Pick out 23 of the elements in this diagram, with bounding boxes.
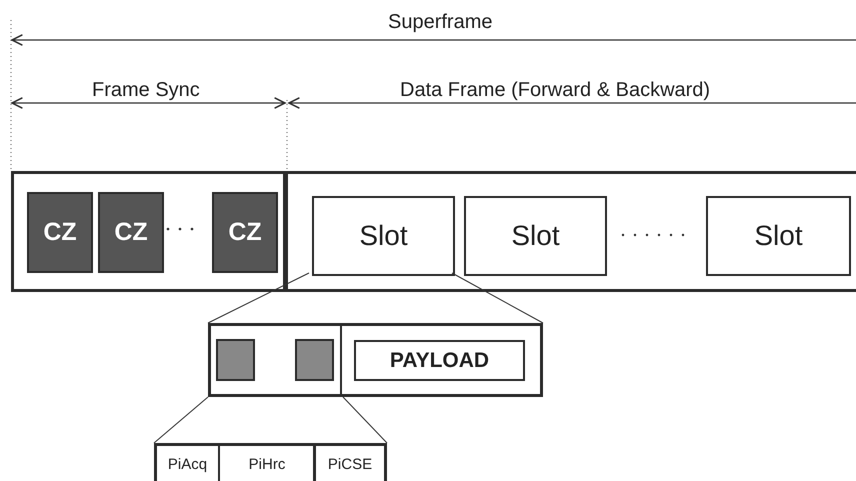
cz-box: CZ: [212, 192, 278, 273]
pilot-block: [295, 339, 334, 381]
dimension-label: Frame Sync: [92, 78, 200, 103]
slot-header-box: [208, 323, 343, 397]
frame-sync-box: [11, 171, 286, 292]
field-cell: PiCSE: [313, 443, 387, 481]
slot-box: Slot: [706, 196, 851, 276]
slot-box: Slot: [312, 196, 455, 276]
slot-box: Slot: [464, 196, 607, 276]
dimension-label: Superframe: [388, 10, 492, 35]
payload-box: PAYLOAD: [354, 340, 525, 381]
field-cell: PiHrc: [220, 443, 314, 481]
dimension-label: Data Frame (Forward & Backward): [400, 78, 710, 103]
payload-frame-box: [342, 323, 543, 397]
zoom-line: [154, 396, 208, 444]
cz-box: CZ: [27, 192, 93, 273]
pilot-block: [216, 339, 255, 381]
zoom-line: [208, 272, 310, 324]
zoom-line: [452, 272, 544, 324]
data-frame-box: [285, 171, 856, 292]
field-cell: PiAcq: [154, 443, 221, 481]
cz-box: CZ: [98, 192, 164, 273]
zoom-line: [342, 396, 388, 444]
